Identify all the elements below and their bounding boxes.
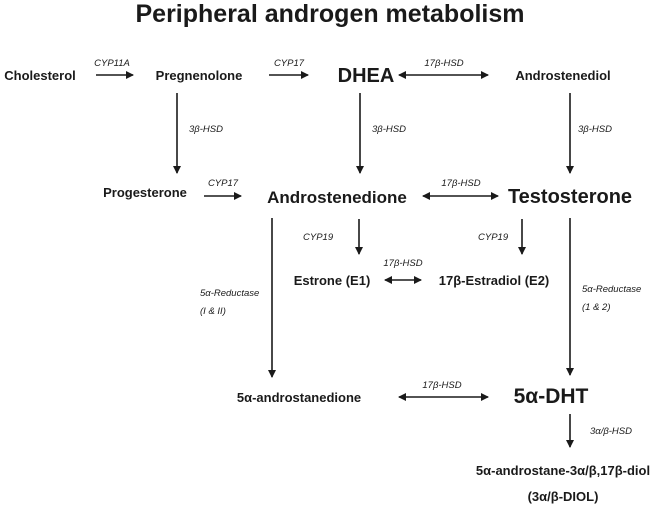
node-androstanediol: 5α-androstane-3α/β,17β-diol xyxy=(476,463,650,478)
node-estradiol: 17β-Estradiol (E2) xyxy=(439,273,550,288)
label-reductase-right-1: 5α-Reductase xyxy=(582,284,641,295)
node-androstanedione: 5α-androstanedione xyxy=(237,390,361,405)
label-3bhsd-left: 3β-HSD xyxy=(189,124,223,135)
label-3bhsd-mid: 3β-HSD xyxy=(372,124,406,135)
label-cyp17-mid: CYP17 xyxy=(208,178,239,189)
node-progesterone: Progesterone xyxy=(103,185,187,200)
label-cyp17-top: CYP17 xyxy=(274,58,305,69)
node-androstenediol: Androstenediol xyxy=(515,68,610,83)
label-reductase-left-1: 5α-Reductase xyxy=(200,288,259,299)
node-androstanediol-abbrev: (3α/β-DIOL) xyxy=(528,489,599,504)
label-reductase-left-2: (I & II) xyxy=(200,306,226,317)
label-cyp19-right: CYP19 xyxy=(478,232,509,243)
label-cyp11a: CYP11A xyxy=(94,58,130,69)
label-3abhsd: 3α/β-HSD xyxy=(590,426,632,437)
label-17bhsd-mid: 17β-HSD xyxy=(441,178,480,189)
node-cholesterol: Cholesterol xyxy=(4,68,76,83)
label-3bhsd-right: 3β-HSD xyxy=(578,124,612,135)
label-cyp19-left: CYP19 xyxy=(303,232,334,243)
label-17bhsd-top: 17β-HSD xyxy=(424,58,463,69)
diagram-title: Peripheral androgen metabolism xyxy=(136,0,525,28)
node-androstenedione: Androstenedione xyxy=(267,188,407,207)
label-reductase-right-2: (1 & 2) xyxy=(582,302,611,313)
label-17bhsd-bottom: 17β-HSD xyxy=(422,380,461,391)
node-dhea: DHEA xyxy=(338,65,395,87)
node-estrone: Estrone (E1) xyxy=(294,273,371,288)
node-pregnenolone: Pregnenolone xyxy=(156,68,243,83)
node-dht: 5α-DHT xyxy=(514,385,589,408)
label-17bhsd-estro: 17β-HSD xyxy=(383,258,422,269)
node-testosterone: Testosterone xyxy=(508,186,632,208)
